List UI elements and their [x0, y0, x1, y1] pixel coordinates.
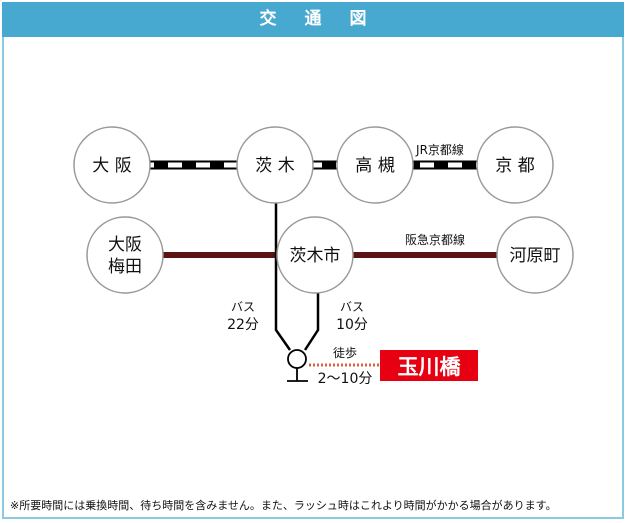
destination-box — [380, 350, 478, 381]
station-kawaramachi — [496, 216, 574, 294]
station-takatsuki — [336, 126, 414, 204]
jr-line-label: JR京都線 — [415, 142, 464, 157]
station-label: 大阪 — [108, 235, 142, 255]
station-label: 梅田 — [108, 257, 142, 277]
footer-note: ※所要時間には乗換時間、待ち時間を含みません。また、ラッシュ時はこれより時間がか… — [10, 499, 557, 512]
bus-label: バス — [340, 300, 364, 314]
station-label: 茨木市 — [290, 246, 341, 266]
station-osaka — [73, 126, 151, 204]
bus-label: バス — [231, 300, 255, 314]
destination-label: 玉川橋 — [398, 355, 462, 379]
station-osaka-umeda — [86, 216, 164, 294]
station-ibarakishi — [276, 216, 354, 294]
bus-time: 10分 — [336, 317, 368, 333]
walk-time: 2〜10分 — [318, 371, 373, 387]
station-label: 高 槻 — [355, 156, 394, 176]
bus-route-ibarakishi — [303, 290, 320, 351]
station-ibaraki — [236, 126, 314, 204]
station-label: 大 阪 — [92, 156, 131, 176]
bus-time: 22分 — [227, 317, 259, 333]
station-label: 京 都 — [495, 156, 534, 176]
station-label: 河原町 — [510, 246, 561, 266]
page-title: 交通図 — [2, 2, 624, 37]
station-kyoto — [476, 126, 554, 204]
bus-stop-icon — [287, 349, 308, 382]
station-label: 茨 木 — [255, 156, 294, 176]
walk-label: 徒歩 — [333, 345, 357, 360]
bus-route-ibaraki — [274, 200, 292, 351]
hankyu-line-label: 阪急京都線 — [405, 232, 465, 247]
